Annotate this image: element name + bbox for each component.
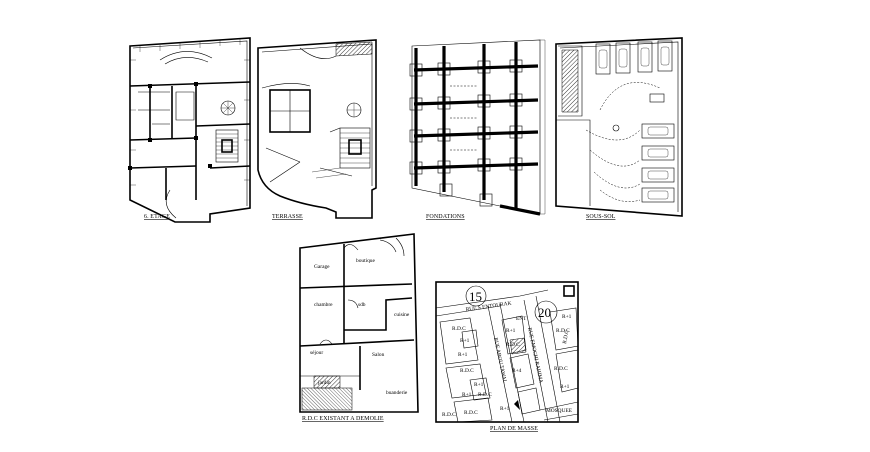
room-buanderie: buanderie (386, 390, 408, 396)
plan-de-masse: 15 20 RUE S ENTOURAK RUE ABOU TAWAL RUE … (435, 281, 579, 432)
label-rdc: R.D.C (554, 366, 568, 372)
room-chambre: chambre (314, 302, 333, 308)
lot-15: 15 (469, 289, 482, 304)
plan-fondations: FONDATIONS (409, 39, 546, 220)
label-rdc: R.D.C (460, 368, 474, 374)
caption-6-etage: 6. ETAGE (144, 214, 170, 220)
room-boutique: boutique (356, 258, 375, 264)
label-r1: R+1 (474, 382, 484, 388)
label-r1: R+1 (562, 314, 572, 320)
plan-6-etage: 6. ETAGE (128, 37, 251, 223)
room-jardin: jardin (317, 380, 331, 386)
label-r1: R+1 (506, 328, 516, 334)
label-rdc: R.D.C (464, 410, 478, 416)
caption-plan-de-masse: PLAN DE MASSE (490, 426, 538, 432)
plan-terrasse: TERRASSE (257, 39, 377, 220)
label-ent: ENT (516, 316, 527, 322)
plan-rdc: Garage boutique chambre sdb cuisine séjo… (299, 233, 419, 422)
label-r4: R+4 (512, 368, 522, 374)
caption-terrasse: TERRASSE (272, 214, 303, 220)
label-rdc: R.D.C (478, 392, 492, 398)
label-mosquee: MOSQUEE (546, 408, 573, 414)
caption-sous-sol: SOUS-SOL (586, 214, 616, 220)
plan-sous-sol: SOUS-SOL (555, 37, 683, 220)
room-garage: Garage (314, 264, 330, 270)
label-rdc: R.D.C (556, 328, 570, 334)
label-r1: R+1 (462, 392, 472, 398)
room-cuisine: cuisine (394, 312, 410, 318)
street-rue-emochi: RUE EMOCHI RAHIMA (526, 327, 544, 384)
label-rdc: R.D.C (562, 329, 570, 344)
room-salon: Salon (372, 352, 385, 358)
label-rdc: R.D.C (442, 412, 456, 418)
label-r1: R+1 (500, 406, 510, 412)
room-sdb: sdb (358, 302, 366, 308)
label-rdc: R.D.C (506, 342, 520, 348)
label-r1: R+1 (460, 338, 470, 344)
label-r1: R+1 (560, 384, 570, 390)
label-r1: R+1 (458, 352, 468, 358)
lot-20: 20 (538, 305, 551, 320)
caption-fondations: FONDATIONS (426, 214, 465, 220)
room-sejour: séjour (310, 350, 323, 356)
label-rdc: R.D.C (452, 326, 466, 332)
caption-rdc: R.D.C EXISTANT A DEMOLIE (302, 416, 384, 422)
